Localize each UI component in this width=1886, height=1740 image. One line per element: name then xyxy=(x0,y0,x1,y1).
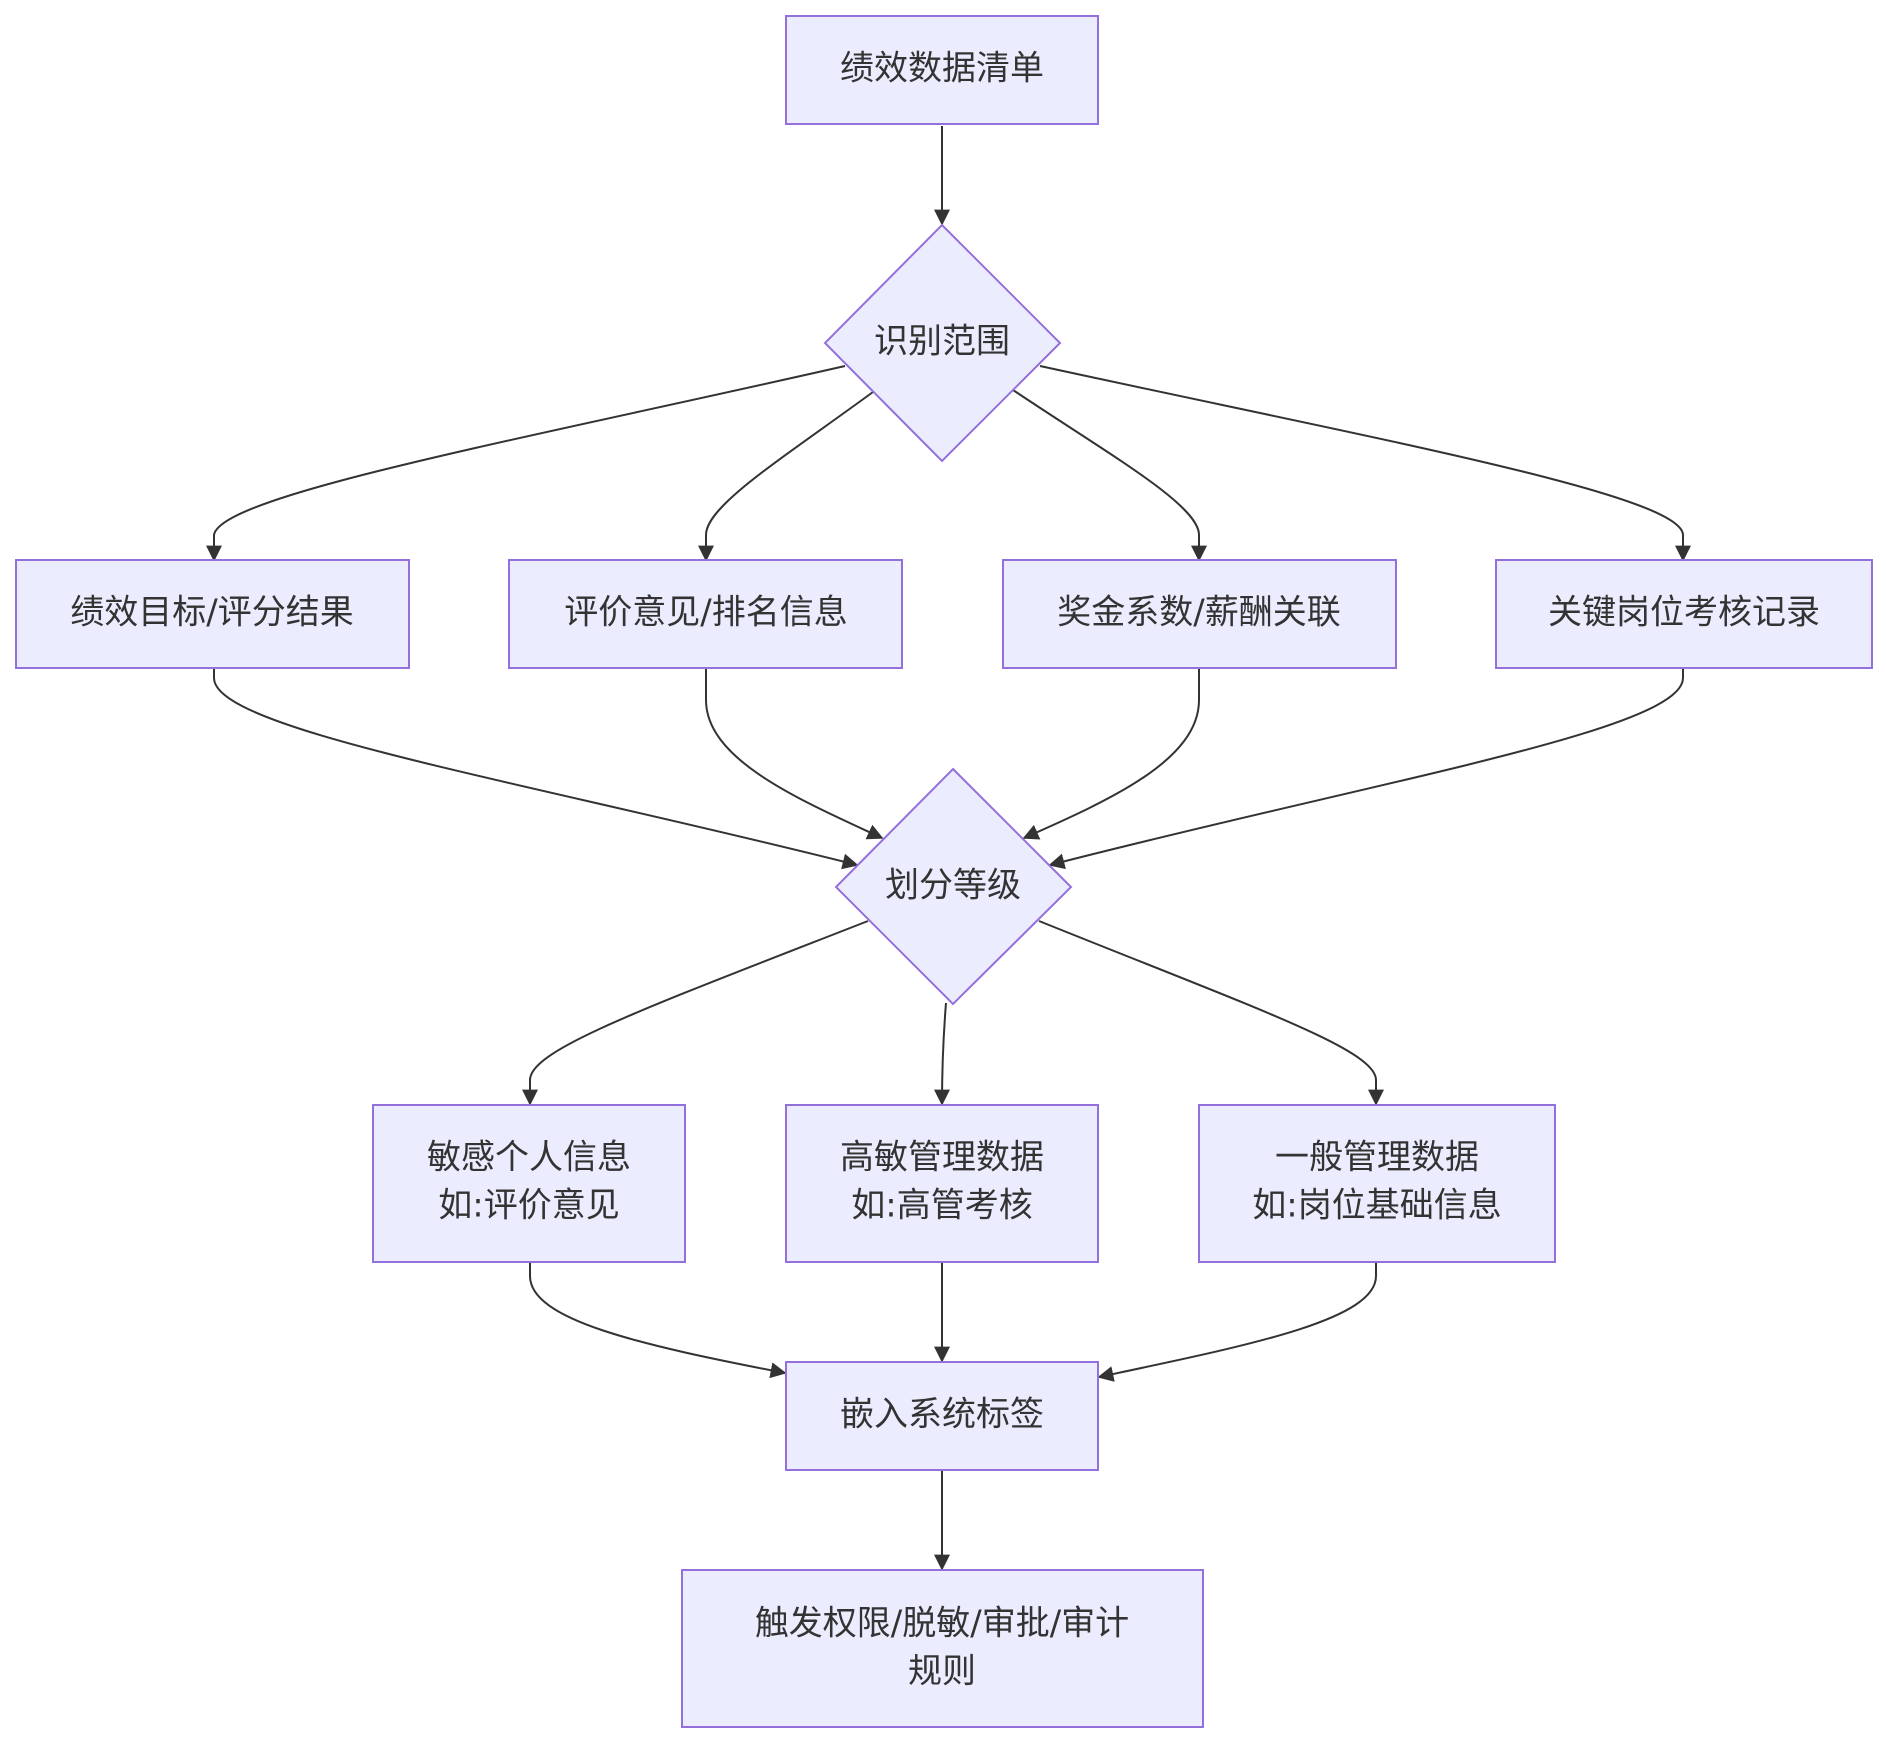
edge-classify-to-high xyxy=(934,1002,951,1106)
node-high-line2: 如:高管考核 xyxy=(851,1186,1032,1226)
node-key-label: 关键岗位考核记录 xyxy=(1548,593,1820,633)
node-bonus-label: 奖金系数/薪酬关联 xyxy=(1057,593,1340,633)
node-general-line2: 如:岗位基础信息 xyxy=(1252,1186,1501,1226)
node-classify-label: 划分等级 xyxy=(885,866,1021,906)
node-sensitive-line2: 如:评价意见 xyxy=(438,1186,619,1226)
node-opinion-label: 评价意见/排名信息 xyxy=(564,593,847,633)
node-key: 关键岗位考核记录 xyxy=(1495,559,1873,669)
node-general: 一般管理数据 如:岗位基础信息 xyxy=(1198,1104,1556,1263)
node-bonus: 奖金系数/薪酬关联 xyxy=(1002,559,1397,669)
edge-sensitive-to-embed xyxy=(529,1262,787,1379)
edge-identify-to-opinion xyxy=(698,391,874,562)
node-start: 绩效数据清单 xyxy=(785,15,1099,125)
node-identify-label: 识别范围 xyxy=(874,322,1010,362)
node-goal-label: 绩效目标/评分结果 xyxy=(70,593,353,633)
node-opinion: 评价意见/排名信息 xyxy=(508,559,903,669)
edge-classify-to-general xyxy=(1038,920,1384,1106)
node-goal: 绩效目标/评分结果 xyxy=(15,559,410,669)
edge-key-to-classify xyxy=(1048,669,1684,870)
node-identify: 识别范围 xyxy=(823,223,1062,463)
node-sensitive: 敏感个人信息 如:评价意见 xyxy=(372,1104,686,1263)
edge-classify-to-sensitive xyxy=(522,920,869,1106)
edge-identify-to-key xyxy=(1039,365,1691,562)
edges xyxy=(206,126,1691,1571)
node-trigger-line2: 规则 xyxy=(908,1652,976,1692)
edge-identify-to-goal xyxy=(206,365,846,562)
node-high-line1: 高敏管理数据 xyxy=(840,1138,1044,1178)
node-sensitive-line1: 敏感个人信息 xyxy=(427,1138,631,1178)
node-general-line1: 一般管理数据 xyxy=(1275,1138,1479,1178)
node-start-label: 绩效数据清单 xyxy=(840,49,1044,89)
edge-opinion-to-classify xyxy=(705,669,884,840)
edge-general-to-embed xyxy=(1097,1262,1377,1382)
edge-goal-to-classify xyxy=(213,669,859,870)
edge-identify-to-bonus xyxy=(1012,389,1207,562)
node-high: 高敏管理数据 如:高管考核 xyxy=(785,1104,1099,1263)
node-embed: 嵌入系统标签 xyxy=(785,1361,1099,1471)
node-embed-label: 嵌入系统标签 xyxy=(840,1395,1044,1435)
edge-bonus-to-classify xyxy=(1022,669,1200,840)
node-classify: 划分等级 xyxy=(834,767,1073,1006)
node-trigger-line1: 触发权限/脱敏/审批/审计 xyxy=(755,1604,1129,1644)
node-trigger: 触发权限/脱敏/审批/审计 规则 xyxy=(681,1569,1204,1728)
